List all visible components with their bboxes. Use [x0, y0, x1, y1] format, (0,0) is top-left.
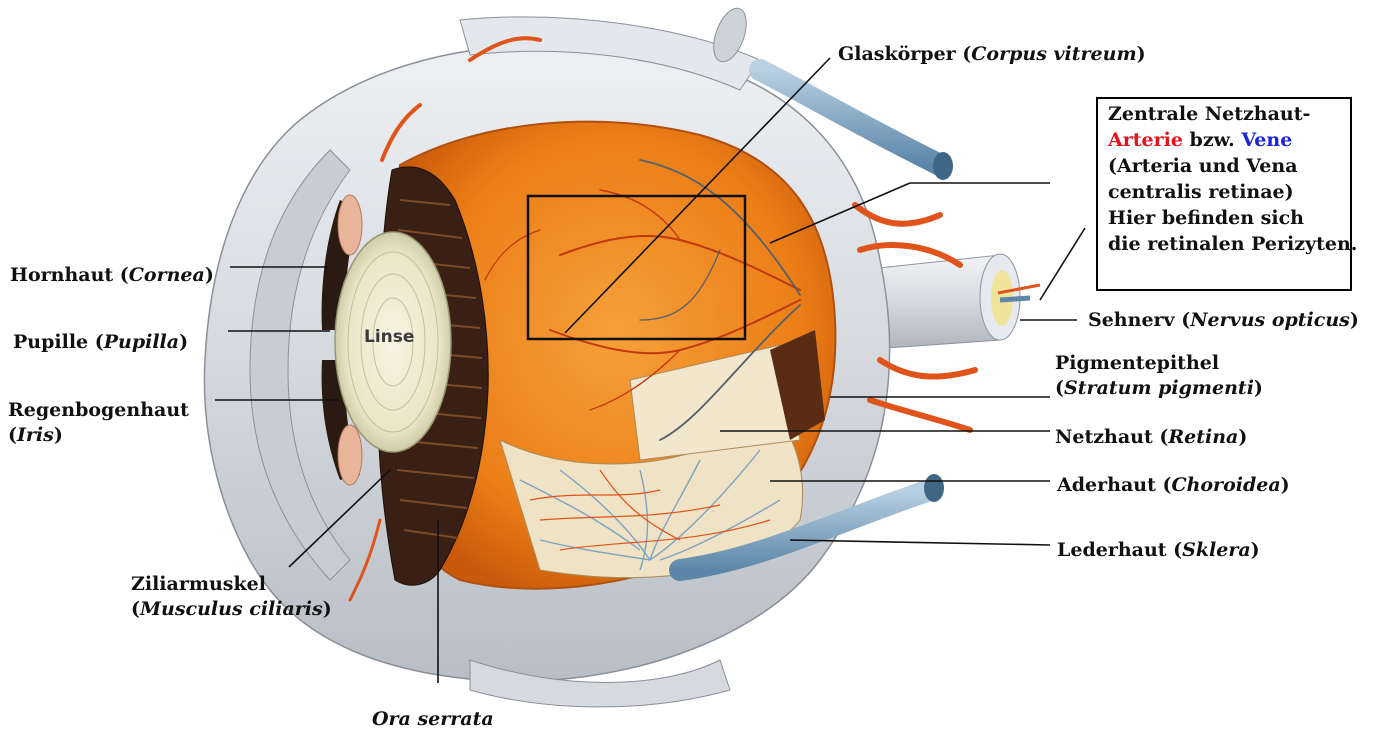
- info-line-2: Arterie bzw. Vene: [1108, 127, 1350, 153]
- label-sehnerv: Sehnerv (Nervus opticus): [1088, 308, 1359, 333]
- info-line-4: centralis retinae): [1108, 179, 1350, 205]
- artery-word: Arterie: [1108, 129, 1183, 151]
- info-line-3: (Arteria und Vena: [1108, 153, 1350, 179]
- label-netzhaut: Netzhaut (Retina): [1055, 425, 1247, 450]
- info-line-5: Hier befinden sich: [1108, 205, 1350, 231]
- label-pigmentepithel: Pigmentepithel (Stratum pigmenti): [1055, 351, 1263, 401]
- label-pupille: Pupille (Pupilla): [13, 330, 188, 355]
- label-aderhaut: Aderhaut (Choroidea): [1057, 473, 1290, 498]
- label-lederhaut: Lederhaut (Sklera): [1057, 538, 1260, 563]
- vein-word: Vene: [1241, 129, 1292, 151]
- info-line-6: die retinalen Perizyten.: [1108, 231, 1350, 257]
- lens-label: Linse: [364, 327, 414, 347]
- label-glaskoerper: Glaskörper (Corpus vitreum): [838, 42, 1146, 67]
- info-box-central-retinal-vessels: Zentrale Netzhaut- Arterie bzw. Vene (Ar…: [1096, 97, 1352, 291]
- label-regenbogenhaut: Regenbogenhaut (Iris): [8, 398, 189, 448]
- label-ziliarmuskel: Ziliarmuskel (Musculus ciliaris): [131, 572, 332, 622]
- info-line-1: Zentrale Netzhaut-: [1108, 101, 1350, 127]
- label-hornhaut: Hornhaut (Cornea): [10, 263, 214, 288]
- label-ora-serrata: Ora serrata: [372, 707, 494, 732]
